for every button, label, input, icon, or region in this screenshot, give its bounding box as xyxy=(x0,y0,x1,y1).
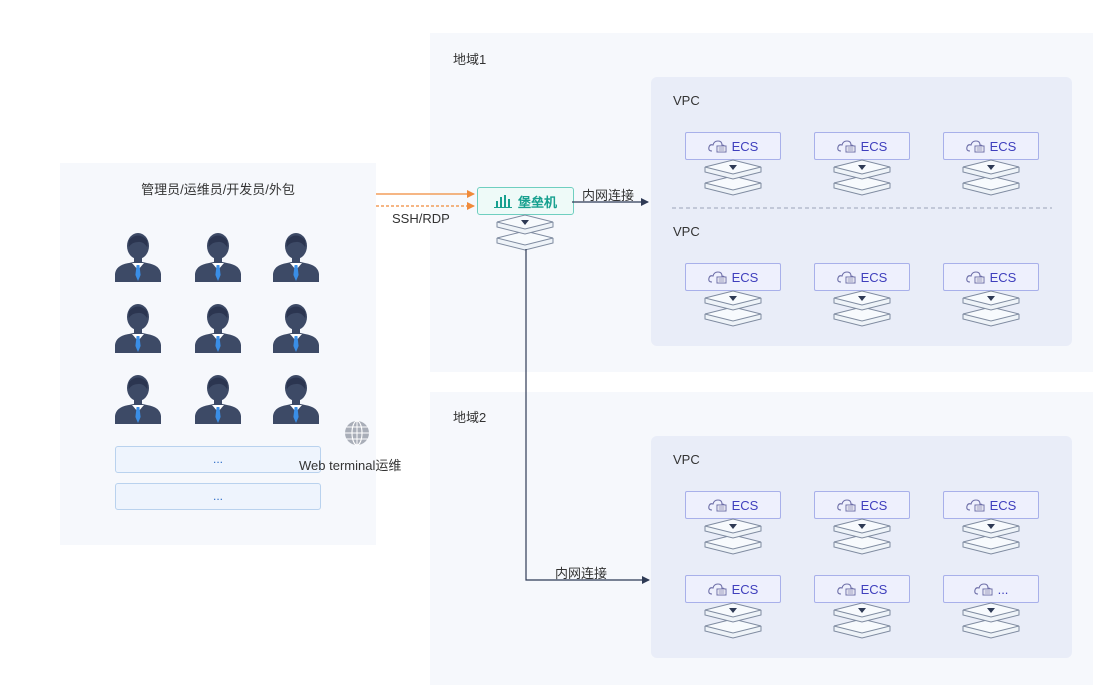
ecs-label: ECS xyxy=(989,138,1017,154)
ecs-label-box: ECS xyxy=(814,132,910,160)
ecs-label-box: ECS xyxy=(814,263,910,291)
ecs-node: ECS xyxy=(685,575,781,639)
protocol-label: SSH/RDP xyxy=(392,211,450,226)
users-title: 管理员/运维员/开发员/外包 xyxy=(141,182,295,197)
bastion-label: 堡垒机 xyxy=(517,194,557,210)
more-users-box: ... xyxy=(115,483,321,510)
ecs-node: ... xyxy=(943,575,1039,639)
ecs-label: ECS xyxy=(860,138,888,154)
ecs-node: ECS xyxy=(943,491,1039,555)
region-2-label: 地域2 xyxy=(453,410,487,425)
ecs-label: ECS xyxy=(989,497,1017,513)
region-1-label: 地域1 xyxy=(453,52,487,67)
vpc-label: VPC xyxy=(673,93,700,108)
vpc-label: VPC xyxy=(673,452,700,467)
ecs-label: ECS xyxy=(731,138,759,154)
ecs-label-box: ECS xyxy=(943,491,1039,519)
ecs-node: ECS xyxy=(814,263,910,327)
ecs-label-box: ECS xyxy=(685,491,781,519)
ecs-node: ECS xyxy=(814,491,910,555)
ecs-node: ECS xyxy=(943,263,1039,327)
more-users-box: ... xyxy=(115,446,321,473)
ecs-node: ECS xyxy=(685,132,781,196)
bar-chart-icon xyxy=(493,195,512,208)
ecs-label: ECS xyxy=(989,269,1017,285)
ecs-label: ECS xyxy=(731,497,759,513)
intranet-label: 内网连接 xyxy=(555,566,608,581)
bastion-host: 堡垒机 xyxy=(477,187,574,215)
ecs-label-box: ECS xyxy=(814,491,910,519)
vpc-label: VPC xyxy=(673,224,700,239)
ecs-node: ECS xyxy=(814,132,910,196)
ecs-node: ECS xyxy=(943,132,1039,196)
ecs-node: ECS xyxy=(685,263,781,327)
intranet-line-region2 xyxy=(525,249,650,584)
ecs-label: ... xyxy=(997,581,1009,597)
ecs-label: ECS xyxy=(860,269,888,285)
web-terminal-label: Web terminal运维 xyxy=(299,458,402,473)
ecs-label: ECS xyxy=(731,269,759,285)
ecs-label-box: ECS xyxy=(685,132,781,160)
globe-icon xyxy=(345,420,369,446)
ecs-node: ECS xyxy=(814,575,910,639)
ecs-label-box: ECS xyxy=(943,132,1039,160)
ecs-label: ECS xyxy=(860,581,888,597)
users-panel: 管理员/运维员/开发员/外包 ... ... xyxy=(60,163,376,545)
ecs-node: ECS xyxy=(685,491,781,555)
ecs-label: ECS xyxy=(860,497,888,513)
intranet-label: 内网连接 xyxy=(582,188,635,203)
ecs-label: ECS xyxy=(731,581,759,597)
